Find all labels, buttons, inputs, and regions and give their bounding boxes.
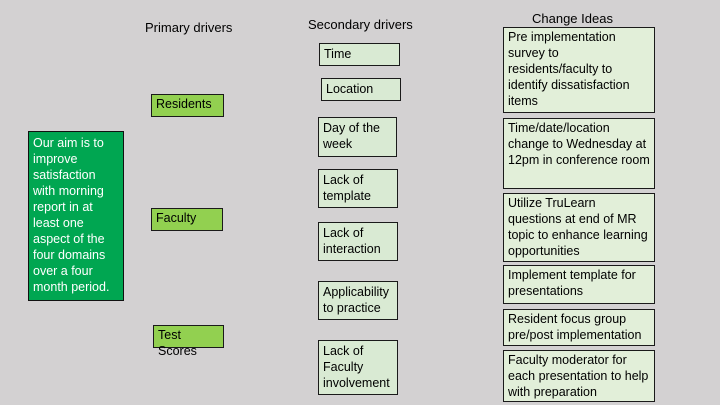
secondary-driver-lack-of-template: Lack of template (318, 169, 398, 208)
secondary-driver-applicability: Applicability to practice (318, 281, 398, 320)
primary-driver-test-scores: Test Scores (153, 325, 224, 358)
primary-driver-faculty: Faculty (151, 208, 223, 231)
change-idea-focus-group: Resident focus group pre/post implementa… (503, 309, 655, 346)
secondary-drivers-header: Secondary drivers (308, 17, 413, 32)
secondary-driver-lack-of-interaction: Lack of interaction (318, 222, 398, 261)
aim-statement: Our aim is to improve satisfaction with … (28, 131, 124, 301)
change-idea-template: Implement template for presentations (503, 265, 655, 304)
primary-driver-residents: Residents (151, 94, 224, 117)
change-ideas-header: Change Ideas (532, 11, 613, 26)
secondary-driver-faculty-involvement: Lack of Faculty involvement (318, 340, 398, 395)
secondary-driver-time: Time (319, 43, 400, 66)
primary-drivers-header: Primary drivers (145, 20, 233, 35)
secondary-driver-location: Location (321, 78, 401, 101)
change-idea-trulearn: Utilize TruLearn questions at end of MR … (503, 193, 655, 262)
change-idea-survey: Pre implementation survey to residents/f… (503, 27, 655, 113)
change-idea-schedule-change: Time/date/location change to Wednesday a… (503, 118, 655, 189)
change-idea-faculty-moderator: Faculty moderator for each presentation … (503, 350, 655, 402)
secondary-driver-day-of-week: Day of the week (318, 117, 397, 157)
